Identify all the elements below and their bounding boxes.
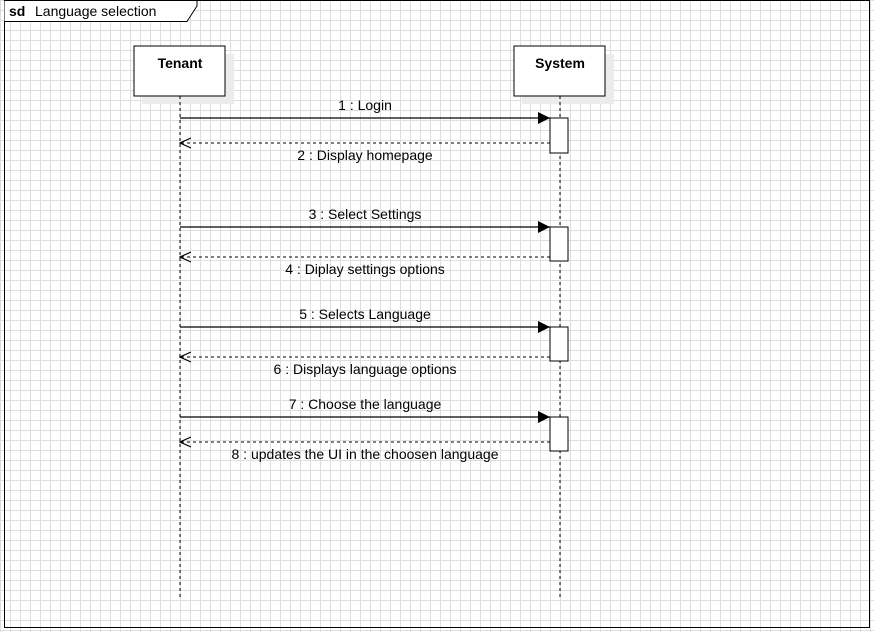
lifeline-head-system[interactable] bbox=[513, 45, 606, 97]
lifeline-name-tenant: Tenant bbox=[158, 55, 203, 71]
activation-bar bbox=[549, 226, 569, 262]
message-label: 2 : Display homepage bbox=[297, 147, 433, 163]
message-label: 7 : Choose the language bbox=[289, 396, 442, 412]
message-label: 4 : Diplay settings options bbox=[285, 261, 445, 277]
activation-bar bbox=[549, 416, 569, 452]
message-label: 6 : Displays language options bbox=[274, 361, 457, 377]
message-label: 8 : updates the UI in the choosen langua… bbox=[232, 446, 499, 462]
message-label: 1 : Login bbox=[338, 97, 392, 113]
frame-tab bbox=[4, 0, 198, 22]
frame-title: Language selection bbox=[35, 3, 156, 19]
message-label: 3 : Select Settings bbox=[309, 206, 422, 222]
activation-bar bbox=[549, 117, 569, 154]
lifeline-head-tenant[interactable] bbox=[133, 45, 226, 97]
lifeline-name-system: System bbox=[535, 55, 585, 71]
message-label: 5 : Selects Language bbox=[299, 306, 431, 322]
lifeline-system: System bbox=[513, 45, 614, 597]
frame-border bbox=[4, 0, 870, 628]
frame-keyword: sd bbox=[9, 3, 25, 19]
activation-bar bbox=[549, 326, 569, 362]
lifeline-tenant: Tenant bbox=[133, 45, 234, 597]
